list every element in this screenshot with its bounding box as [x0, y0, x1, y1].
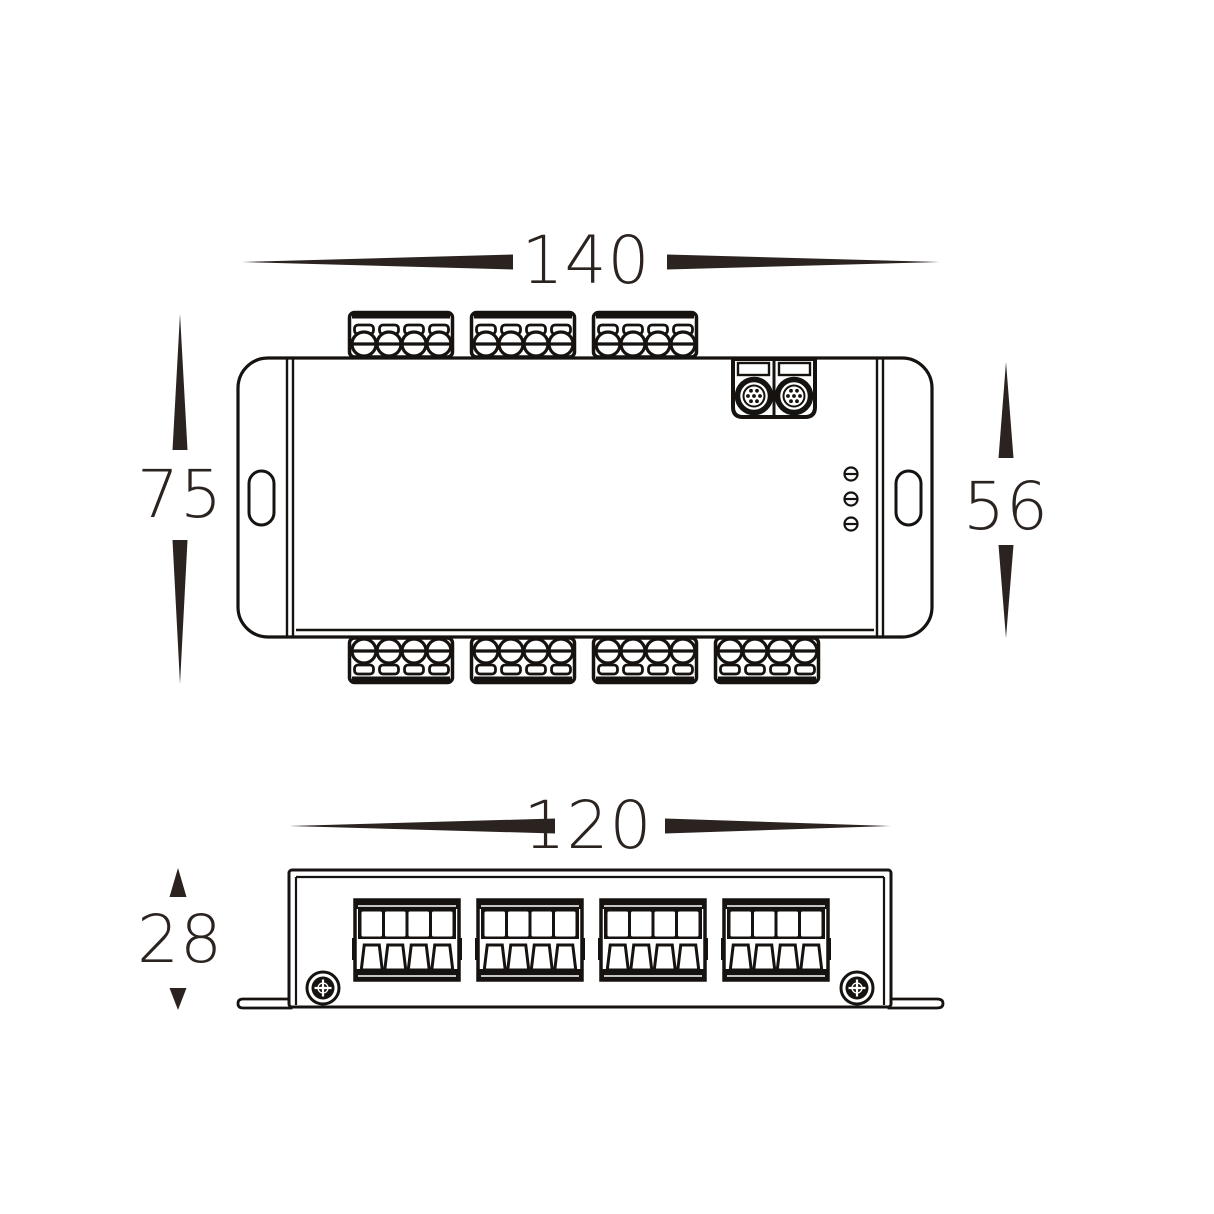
- mounting-slot-left: [247, 469, 276, 527]
- dim-label-front-width: 120: [524, 787, 653, 864]
- dim-wedge-right: [665, 818, 891, 834]
- mounting-tab-right: [887, 997, 945, 1010]
- indicator-dot-1: [843, 466, 859, 482]
- dim-wedge-up: [998, 362, 1014, 458]
- dim-wedge-down: [172, 540, 188, 684]
- terminal-block-bottom-4: [716, 638, 819, 683]
- terminal-block-bottom-3: [594, 638, 697, 683]
- round-connector-2: [778, 380, 811, 413]
- terminal-block-top-3: [594, 313, 697, 358]
- dim-wedge-left: [289, 818, 555, 834]
- mounting-slot-right: [894, 469, 923, 527]
- terminal-block-bottom-1: [350, 638, 453, 683]
- dim-label-front-height: 28: [137, 901, 223, 978]
- dim-label-overall-width: 140: [522, 222, 651, 299]
- terminal-block-top-2: [472, 313, 575, 358]
- dimension-front-width: 120: [289, 787, 891, 864]
- dimension-overall-width: 140: [242, 222, 940, 299]
- dimension-overall-depth: 75: [137, 314, 223, 684]
- terminal-block-top-1: [350, 313, 453, 358]
- terminal-block-bottom-2: [472, 638, 575, 683]
- dimension-front-height: 28: [137, 868, 223, 1010]
- mounting-tab-left: [236, 997, 293, 1010]
- dim-wedge-left: [242, 254, 513, 270]
- dim-wedge-up: [172, 314, 188, 450]
- front-screw-left: [305, 970, 341, 1006]
- dim-arrow-down: [169, 988, 187, 1010]
- indicator-dot-3: [843, 516, 859, 532]
- dim-arrow-up: [169, 868, 187, 897]
- indicator-dot-2: [843, 491, 859, 507]
- dim-wedge-right: [667, 254, 940, 270]
- dimension-body-depth: 56: [963, 362, 1049, 638]
- dim-label-body-depth: 56: [963, 468, 1049, 545]
- round-connector-1: [738, 380, 771, 413]
- dual-round-connector: [731, 357, 817, 419]
- front-screw-right: [839, 970, 875, 1006]
- top-view: 140 75 56: [137, 222, 1049, 684]
- dim-label-overall-depth: 75: [137, 456, 223, 533]
- front-view: 120 28: [137, 787, 945, 1010]
- front-panel-inner-lines: [294, 875, 886, 1005]
- top-view-enclosure-outline: [236, 356, 934, 639]
- indicator-dots: [843, 466, 859, 532]
- flange-joint-lines: [285, 359, 885, 636]
- dim-wedge-down: [998, 545, 1014, 638]
